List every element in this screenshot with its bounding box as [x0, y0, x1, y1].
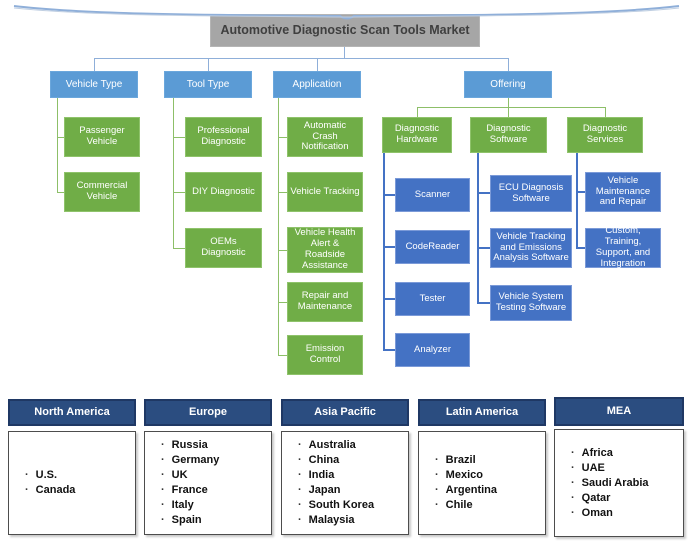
sub-vehicle-maintenance-and-repair: Vehicle Maintenance and Repair: [585, 172, 661, 212]
connector-line: [173, 137, 185, 138]
region-list-mea: Africa UAE Saudi Arabia Qatar Oman: [554, 429, 684, 537]
connector-line: [173, 98, 174, 248]
connector-line: [576, 153, 578, 249]
connector-line: [278, 355, 287, 356]
country-item: France: [161, 483, 219, 498]
segment-repair-and-maintenance: Repair and Maintenance: [287, 282, 363, 322]
segment-professional-diagnostic: Professional Diagnostic: [185, 117, 262, 157]
country-item: Saudi Arabia: [571, 476, 649, 491]
connector-line: [278, 250, 287, 251]
connector-line: [94, 58, 509, 59]
connector-line: [576, 191, 585, 193]
region-list-asia-pacific: Australia China India Japan South Korea …: [281, 431, 409, 535]
country-item: UAE: [571, 461, 649, 476]
country-item: Qatar: [571, 491, 649, 506]
segment-commercial-vehicle: Commercial Vehicle: [64, 172, 140, 212]
sub-ecu-diagnosis-software: ECU Diagnosis Software: [490, 175, 572, 212]
sub-custom-training-support-integration: Custom, Training, Support, and Integrati…: [585, 225, 661, 269]
brace-divider: [13, 5, 680, 20]
region-header-mea: MEA: [554, 397, 684, 426]
group-diagnostic-services: Diagnostic Services: [567, 117, 643, 153]
connector-line: [57, 192, 64, 193]
country-item: U.S.: [25, 468, 75, 483]
connector-line: [278, 137, 287, 138]
connector-line: [57, 98, 58, 192]
country-item: Canada: [25, 483, 76, 498]
connector-line: [173, 248, 185, 249]
branch-offering: Offering: [464, 71, 552, 98]
country-item: Argentina: [435, 483, 497, 498]
group-diagnostic-hardware: Diagnostic Hardware: [382, 117, 452, 153]
country-item: Italy: [161, 498, 219, 513]
segment-vehicle-health-alert: Vehicle Health Alert & Roadside Assistan…: [287, 227, 363, 273]
connector-line: [477, 153, 479, 304]
segment-automatic-crash-notification: Automatic Crash Notification: [287, 117, 363, 157]
country-item: India: [298, 468, 374, 483]
country-item: Russia: [161, 438, 219, 453]
region-header-latin-america: Latin America: [418, 399, 546, 426]
connector-line: [278, 192, 287, 193]
connector-line: [94, 58, 95, 71]
segment-oems-diagnostic: OEMs Diagnostic: [185, 228, 262, 268]
connector-line: [383, 194, 395, 196]
region-header-north-america: North America: [8, 399, 136, 426]
sub-analyzer: Analyzer: [395, 333, 470, 367]
connector-line: [383, 298, 395, 300]
connector-line: [208, 58, 209, 71]
segment-passenger-vehicle: Passenger Vehicle: [64, 117, 140, 157]
connector-line: [344, 47, 345, 58]
connector-line: [383, 246, 395, 248]
branch-tool-type: Tool Type: [164, 71, 252, 98]
connector-line: [278, 302, 287, 303]
connector-line: [477, 247, 490, 249]
region-list-north-america: U.S. Canada: [8, 431, 136, 535]
connector-line: [508, 107, 509, 117]
connector-line: [57, 137, 64, 138]
country-item: Oman: [571, 506, 649, 521]
connector-line: [417, 107, 418, 117]
region-header-europe: Europe: [144, 399, 272, 426]
country-item: Germany: [161, 453, 220, 468]
connector-line: [173, 192, 185, 193]
diagram-root-title: Automotive Diagnostic Scan Tools Market: [210, 14, 480, 47]
branch-vehicle-type: Vehicle Type: [50, 71, 138, 98]
connector-line: [605, 107, 606, 117]
sub-codereader: CodeReader: [395, 230, 470, 264]
sub-vehicle-system-testing-software: Vehicle System Testing Software: [490, 285, 572, 321]
segment-vehicle-tracking: Vehicle Tracking: [287, 172, 363, 212]
connector-line: [317, 58, 318, 71]
country-item: Chile: [435, 498, 497, 513]
sub-vehicle-tracking-emissions-analysis-software: Vehicle Tracking and Emissions Analysis …: [490, 228, 572, 268]
sub-scanner: Scanner: [395, 178, 470, 212]
country-item: Spain: [161, 513, 219, 528]
country-item: Australia: [298, 438, 374, 453]
connector-line: [278, 98, 279, 355]
connector-line: [576, 247, 585, 249]
branch-application: Application: [273, 71, 361, 98]
connector-line: [417, 107, 606, 108]
country-item: Malaysia: [298, 513, 374, 528]
sub-tester: Tester: [395, 282, 470, 316]
country-item: Africa: [571, 446, 649, 461]
region-header-asia-pacific: Asia Pacific: [281, 399, 409, 426]
connector-line: [508, 58, 509, 71]
segment-diy-diagnostic: DIY Diagnostic: [185, 172, 262, 212]
connector-line: [383, 153, 385, 351]
group-diagnostic-software: Diagnostic Software: [470, 117, 547, 153]
country-item: Japan: [298, 483, 374, 498]
country-item: UK: [161, 468, 219, 483]
country-item: China: [298, 453, 374, 468]
region-list-europe: Russia Germany UK France Italy Spain: [144, 431, 272, 535]
connector-line: [383, 349, 395, 351]
region-list-latin-america: Brazil Mexico Argentina Chile: [418, 431, 546, 535]
connector-line: [508, 98, 509, 107]
connector-line: [477, 192, 490, 194]
connector-line: [477, 302, 490, 304]
country-item: Brazil: [435, 453, 497, 468]
country-item: South Korea: [298, 498, 374, 513]
country-item: Mexico: [435, 468, 497, 483]
segment-emission-control: Emission Control: [287, 335, 363, 375]
